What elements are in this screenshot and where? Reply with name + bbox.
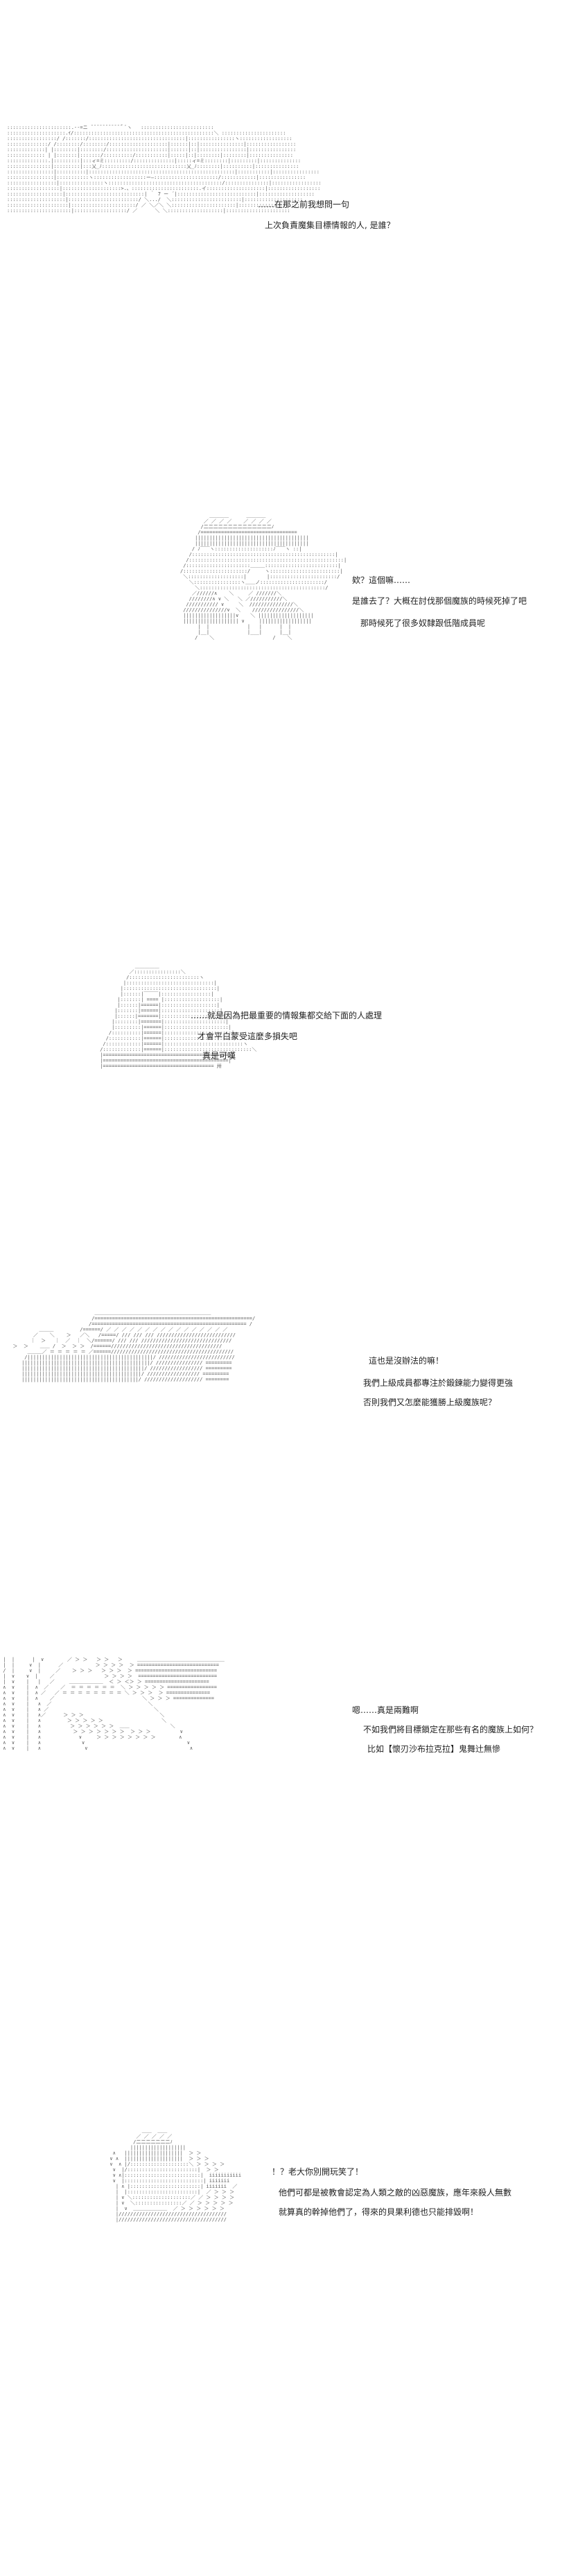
dialogue-line: ……就是因為把最重要的情報集都交給下面的人處理 bbox=[191, 1011, 383, 1020]
dialogue-line: 否則我們又怎麼能獲勝上級魔族呢？ bbox=[363, 1398, 497, 1407]
dialogue-line: 我們上級成員都專注於鍛鍊能力變得更強 bbox=[363, 1378, 514, 1388]
dialogue-line: 不如我們將目標鎖定在那些有名的魔族上如何？ bbox=[363, 1725, 538, 1734]
dialogue-line: 嗯……真是兩難啊 bbox=[352, 1705, 419, 1715]
ascii-art-character: ::::::::::::::::::::::.--=ニ ̄ ̄ ̄ ̄ ̄ ̄ … bbox=[7, 125, 322, 214]
dialogue-line: 上次負責魔集目標情報的人, 是誰？ bbox=[265, 220, 395, 230]
panel-6: ＿＿ ＿＿ ／ ／ ／ ／ ／ /二二二二二二二ﾉ ||||||||||||||… bbox=[0, 2128, 587, 2419]
dialogue-line: 欸？這個嘛…… bbox=[352, 575, 411, 585]
panel-3: ＿＿＿＿＿ ／::::::::::::::::＼ /::::::::::::::… bbox=[0, 964, 587, 1269]
dialogue-line: ！？老大你別開玩笑了！ bbox=[272, 2167, 364, 2177]
panel-4: ＿＿＿＿＿＿＿＿＿＿＿＿＿＿＿＿＿＿＿＿＿＿＿＿ /==============… bbox=[0, 1296, 587, 1546]
dialogue-line: 真是可嘆 bbox=[202, 1051, 236, 1061]
panel-1: ::::::::::::::::::::::.--=ニ ̄ ̄ ̄ ̄ ̄ ̄ … bbox=[0, 118, 587, 395]
panel-5: | | | ∨ ／ ＞ ＞ ＞ ＞ ＞ ＿＿＿＿＿＿＿＿＿＿＿＿＿＿＿＿＿＿ |… bbox=[0, 1657, 587, 1948]
dialogue-line: 是誰去了？大概在討伐那個魔族的時候死掉了吧 bbox=[352, 596, 527, 606]
ascii-art-character: ＿＿ ＿＿ ／ ／ ／ ／ ／ /二二二二二二二ﾉ ||||||||||||||… bbox=[109, 2128, 242, 2222]
dialogue-line: 比如【懷刃沙布拉克拉】鬼舞辻無慘 bbox=[367, 1744, 501, 1754]
dialogue-line: 這也是沒辦法的嘛！ bbox=[369, 1356, 444, 1366]
dialogue-line: 那時候死了很多奴隸跟低階成員呢 bbox=[360, 618, 486, 628]
ascii-art-character: ＿＿＿＿＿＿＿＿＿＿＿＿＿＿＿＿＿＿＿＿＿＿＿＿ /==============… bbox=[12, 1310, 256, 1382]
dialogue-line: 才會平白蒙受這麼多損失吧 bbox=[198, 1032, 298, 1041]
dialogue-line: 就算真的幹掉他們了，得來的貝果利德也只能排毀啊！ bbox=[279, 2207, 479, 2217]
ascii-art-character: ＿＿＿＿＿ ／::::::::::::::::＼ /::::::::::::::… bbox=[100, 964, 257, 1069]
panel-2: ＿＿＿＿ ＿＿＿＿ ／ ／ ／ ／ ／ ／ ／ ／ /二二二二二二二二二二二二二… bbox=[0, 513, 587, 873]
ascii-art-character: ＿＿＿＿ ＿＿＿＿ ／ ／ ／ ／ ／ ／ ／ ／ /二二二二二二二二二二二二二… bbox=[180, 513, 347, 641]
ascii-art-character: | | | ∨ ／ ＞ ＞ ＞ ＞ ＞ ＿＿＿＿＿＿＿＿＿＿＿＿＿＿＿＿＿＿ |… bbox=[3, 1657, 225, 1751]
dialogue-line: 他們可都是被教會認定為人類之敵的凶惡魔族，應年來殺人無數 bbox=[279, 2188, 512, 2198]
dialogue-line: ……在那之前我想問一句 bbox=[258, 200, 350, 209]
